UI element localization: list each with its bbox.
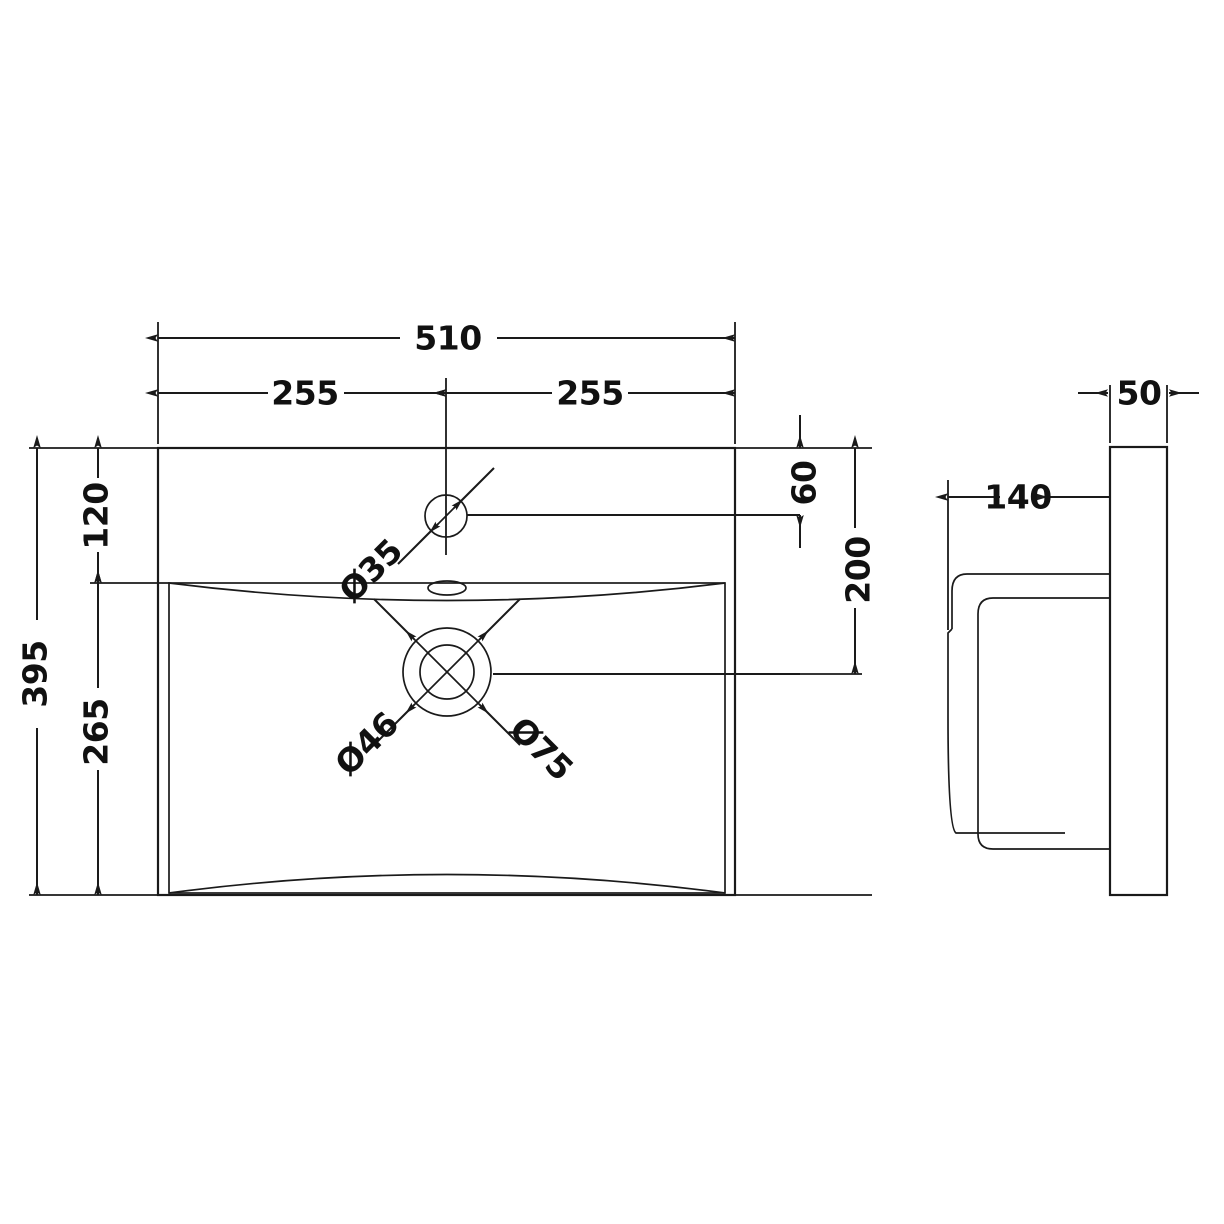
side-outer-wall-profile <box>947 628 1065 834</box>
bowl-top-curve <box>168 582 726 602</box>
diameter-callouts: Ø35 Ø46 Ø75 <box>327 531 581 788</box>
dim-50-label: 50 <box>1117 374 1162 413</box>
left-dimensions: 395 120 265 <box>16 435 169 896</box>
side-top-rim-profile <box>951 573 1110 629</box>
tap-hole-group <box>397 467 800 565</box>
waste-46-arrow-lower <box>373 702 417 746</box>
waste-75-arrow-lower <box>477 702 521 746</box>
dim-255-right-label: 255 <box>556 374 623 413</box>
overflow-slot <box>427 580 467 596</box>
front-bowl-rectangle <box>168 582 726 894</box>
side-back-panel <box>1108 445 1169 897</box>
top-dimensions: 510 255 255 <box>145 319 736 555</box>
waste-hole-group <box>373 598 800 746</box>
right-dimensions: 60 200 <box>735 415 878 896</box>
dia-46-label: Ø46 <box>327 704 406 783</box>
waste-outer-circle <box>402 627 492 717</box>
side-bowl-profile <box>977 597 1110 850</box>
dim-140-label: 140 <box>984 478 1051 517</box>
side-dimensions: 50 140 <box>935 374 1199 630</box>
dim-200-label: 200 <box>839 536 878 603</box>
bowl-bottom-curve <box>168 873 726 894</box>
side-view-outline <box>947 445 1169 897</box>
waste-75-arrow-upper <box>373 598 417 642</box>
dim-395-label: 395 <box>16 640 55 707</box>
dia-75-label: Ø75 <box>502 709 581 788</box>
waste-46-arrow-upper <box>477 598 521 642</box>
dim-120-label: 120 <box>77 482 116 549</box>
dim-265-label: 265 <box>77 698 116 765</box>
dim-255-left-label: 255 <box>271 374 338 413</box>
waste-inner-circle <box>419 644 475 700</box>
dim-510-label: 510 <box>414 319 481 358</box>
dim-60-label: 60 <box>785 461 824 506</box>
